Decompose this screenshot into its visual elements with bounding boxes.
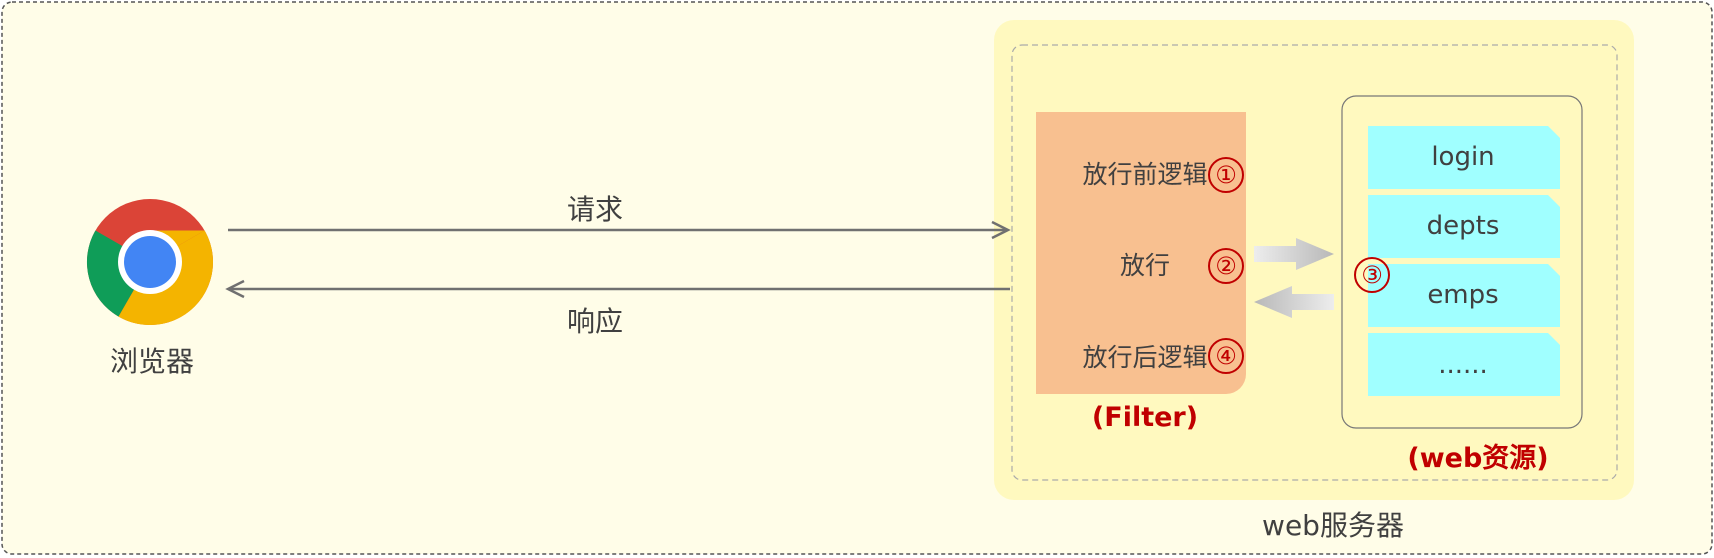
filter-box — [1036, 112, 1246, 394]
filter-box-left-edge — [1036, 112, 1066, 394]
web-server-inner-frame — [1011, 44, 1618, 481]
web-resource-container — [1341, 95, 1583, 429]
step-number-2: ② — [1208, 248, 1244, 284]
resource-card-depts — [1368, 195, 1560, 258]
filter-step-pass: 放行 — [1119, 251, 1170, 280]
resource-card-more — [1368, 333, 1560, 396]
filter-box-top-right-corner — [1216, 112, 1246, 142]
step-number-4: ④ — [1208, 338, 1244, 374]
resource-depts: depts — [1426, 211, 1500, 241]
return-block-arrow — [1254, 286, 1334, 318]
resource-emps: emps — [1427, 280, 1499, 310]
resource-card-login — [1368, 126, 1560, 189]
response-arrowhead — [225, 279, 245, 299]
step-number-1: ① — [1208, 157, 1244, 193]
filter-step-post-logic: 放行后逻辑 — [1082, 343, 1208, 372]
resource-login: login — [1431, 142, 1495, 172]
filter-step-pre-logic: 放行前逻辑 — [1082, 160, 1208, 189]
forward-block-arrow — [1254, 238, 1334, 270]
step-number-3: ③ — [1354, 257, 1390, 293]
request-label: 请求 — [566, 193, 623, 226]
response-label: 响应 — [566, 305, 623, 338]
browser-label: 浏览器 — [109, 345, 194, 378]
web-resource-title: (web资源) — [1407, 443, 1549, 474]
resource-card-emps — [1368, 264, 1560, 327]
filter-title: (Filter) — [1091, 402, 1199, 433]
resource-more: ...... — [1438, 350, 1488, 380]
request-arrowhead — [991, 220, 1011, 240]
chrome-icon — [86, 199, 214, 326]
web-server-label: web服务器 — [1262, 509, 1404, 542]
